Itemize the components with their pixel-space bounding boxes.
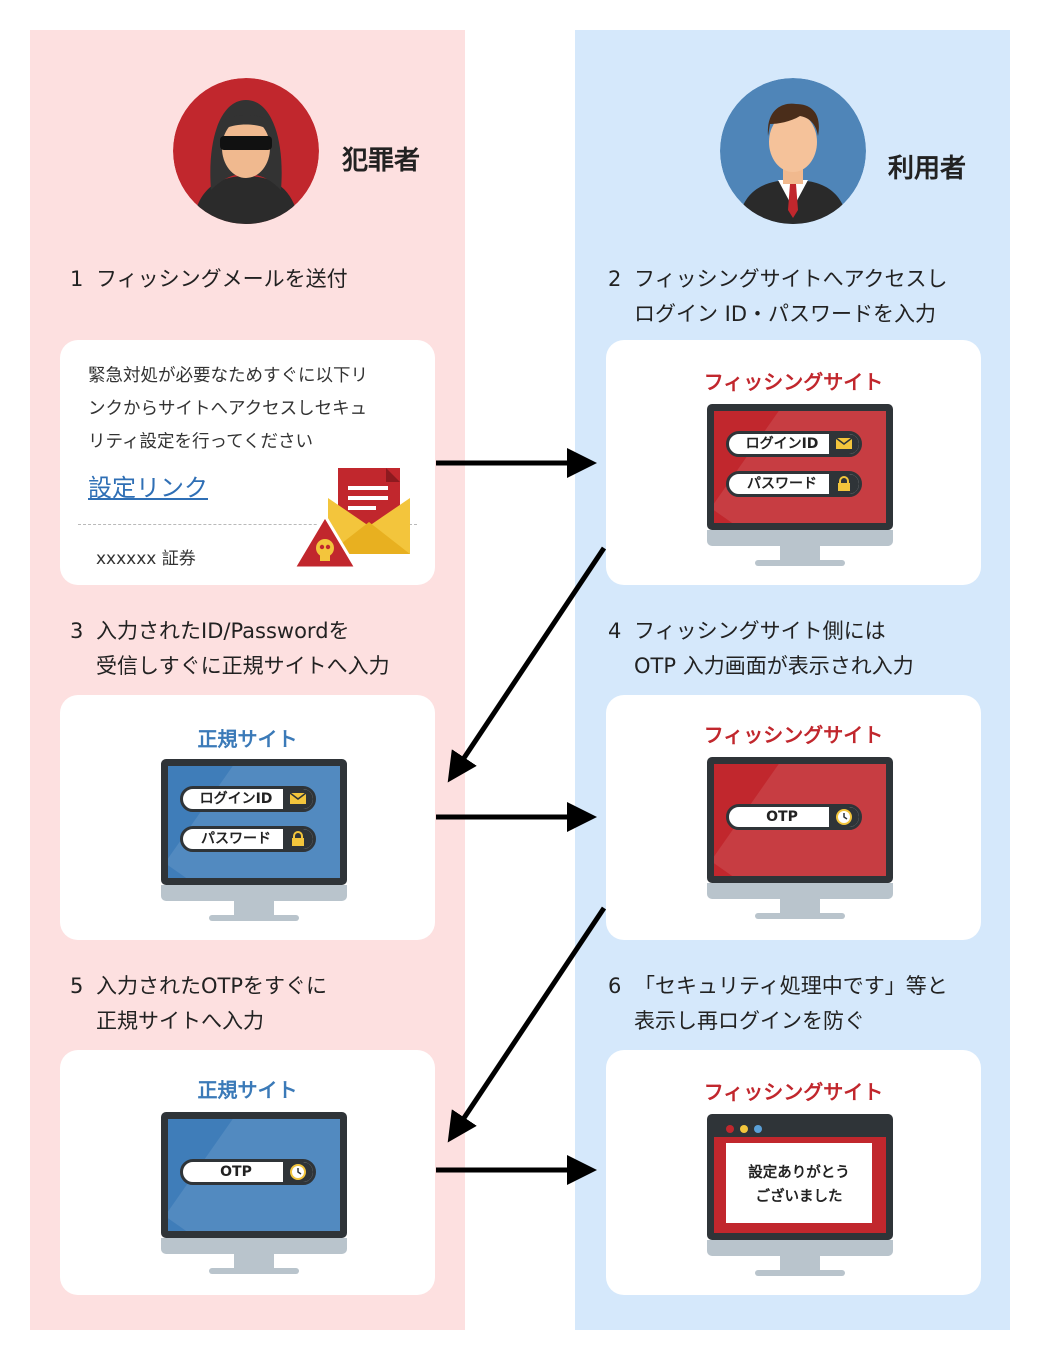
clock-icon bbox=[283, 1162, 313, 1182]
step-2-text: 2 フィッシングサイトへアクセスし ログイン ID・パスワードを入力 bbox=[608, 262, 948, 332]
login-id-label: ログインID bbox=[199, 791, 273, 807]
step-1-text: 1 フィッシングメールを送付 bbox=[70, 262, 348, 297]
clock-icon bbox=[829, 807, 859, 827]
monitor-stand bbox=[780, 546, 820, 560]
password-field: パスワード bbox=[726, 471, 862, 497]
window-dot bbox=[726, 1125, 734, 1133]
password-label: パスワード bbox=[201, 831, 271, 847]
mail-body-line: 緊急対処が必要なためすぐに以下リ bbox=[88, 366, 368, 386]
step-2-line-2: ログイン ID・パスワードを入力 bbox=[634, 302, 937, 326]
legit-site-title: 正規サイト bbox=[197, 727, 298, 751]
legit-login-card: 正規サイト ログインID パスワード bbox=[60, 695, 435, 940]
monitor-bezel bbox=[161, 1238, 347, 1254]
skull-warning-icon bbox=[292, 514, 358, 570]
phishing-login-card: フィッシングサイト ログインID パスワード bbox=[606, 340, 981, 585]
legit-site-title: 正規サイト bbox=[197, 1078, 298, 1102]
step-1-line-1: フィッシングメールを送付 bbox=[96, 267, 348, 291]
phishing-mail-icon bbox=[292, 468, 410, 570]
thanks-line-1: 設定ありがとう bbox=[748, 1165, 850, 1181]
step-3-line-1: 入力されたID/Passwordを bbox=[96, 619, 350, 643]
arrow-icon bbox=[447, 546, 607, 783]
thanks-line-2: ございました bbox=[755, 1189, 843, 1205]
monitor-base bbox=[755, 1270, 845, 1276]
step-4-line-1: フィッシングサイト側には bbox=[634, 619, 886, 643]
login-id-field: ログインID bbox=[180, 786, 316, 812]
monitor-bezel bbox=[161, 885, 347, 901]
step-2-number: 2 bbox=[608, 267, 622, 291]
monitor-screen: ログインID パスワード bbox=[161, 759, 347, 885]
monitor-base bbox=[209, 915, 299, 921]
phishing-thanks-card: フィッシングサイト 設定ありがとう ございました bbox=[606, 1050, 981, 1295]
monitor-base bbox=[755, 560, 845, 566]
mail-body: 緊急対処が必要なためすぐに以下リ ンクからサイトへアクセスしセキュ リティ設定を… bbox=[88, 360, 408, 459]
businessman-avatar-icon bbox=[720, 78, 866, 224]
step-6-number: 6 bbox=[608, 974, 622, 998]
monitor-base bbox=[755, 913, 845, 919]
monitor-screen: OTP bbox=[161, 1112, 347, 1238]
monitor-base bbox=[209, 1268, 299, 1274]
monitor-bezel bbox=[707, 1240, 893, 1256]
step-6-line-2: 表示し再ログインを防ぐ bbox=[634, 1009, 865, 1033]
user-label: 利用者 bbox=[888, 154, 967, 184]
monitor-bezel bbox=[707, 883, 893, 899]
step-4-number: 4 bbox=[608, 619, 622, 643]
step-2-line-1: フィッシングサイトへアクセスし bbox=[634, 267, 948, 291]
monitor-bezel bbox=[707, 530, 893, 546]
monitor-screen: 設定ありがとう ございました bbox=[707, 1114, 893, 1240]
monitor-screen: OTP bbox=[707, 757, 893, 883]
step-6-line-1: 「セキュリティ処理中です」等と bbox=[634, 974, 948, 998]
criminal-label: 犯罪者 bbox=[342, 146, 421, 176]
password-field: パスワード bbox=[180, 826, 316, 852]
envelope-icon bbox=[829, 434, 859, 454]
monitor-screen: ログインID パスワード bbox=[707, 404, 893, 530]
password-label: パスワード bbox=[747, 476, 817, 492]
step-4-line-2: OTP 入力画面が表示され入力 bbox=[634, 654, 914, 678]
monitor-stand bbox=[234, 1254, 274, 1268]
otp-label: OTP bbox=[220, 1164, 252, 1180]
phishing-otp-card: フィッシングサイト OTP bbox=[606, 695, 981, 940]
monitor-stand bbox=[780, 899, 820, 913]
lock-icon bbox=[829, 474, 859, 494]
lock-icon bbox=[283, 829, 313, 849]
login-id-label: ログインID bbox=[745, 436, 819, 452]
window-dot bbox=[754, 1125, 762, 1133]
window-titlebar bbox=[714, 1121, 886, 1137]
arrow-icon bbox=[447, 906, 607, 1143]
mail-sender: xxxxxx 証券 bbox=[96, 549, 196, 569]
step-5-text: 5 入力されたOTPをすぐに 正規サイトへ入力 bbox=[70, 969, 327, 1039]
envelope-icon bbox=[283, 789, 313, 809]
step-3-number: 3 bbox=[70, 619, 84, 643]
phishing-site-title: フィッシングサイト bbox=[703, 370, 884, 394]
settings-link[interactable]: 設定リンク bbox=[88, 474, 208, 502]
monitor-stand bbox=[234, 901, 274, 915]
otp-field: OTP bbox=[726, 804, 862, 830]
monitor-stand bbox=[780, 1256, 820, 1270]
step-4-text: 4 フィッシングサイト側には OTP 入力画面が表示され入力 bbox=[608, 614, 914, 684]
mail-body-line: ンクからサイトへアクセスしセキュ bbox=[88, 399, 368, 419]
step-3-text: 3 入力されたID/Passwordを 受信しすぐに正規サイトへ入力 bbox=[70, 614, 390, 684]
phishing-site-title: フィッシングサイト bbox=[703, 1080, 884, 1104]
window-dot bbox=[740, 1125, 748, 1133]
step-5-number: 5 bbox=[70, 974, 84, 998]
otp-label: OTP bbox=[766, 809, 798, 825]
login-id-field: ログインID bbox=[726, 431, 862, 457]
phishing-site-title: フィッシングサイト bbox=[703, 723, 884, 747]
step-5-line-1: 入力されたOTPをすぐに bbox=[96, 974, 328, 998]
otp-field: OTP bbox=[180, 1159, 316, 1185]
hacker-avatar-icon bbox=[173, 78, 319, 224]
mail-divider bbox=[78, 524, 417, 525]
step-5-line-2: 正規サイトへ入力 bbox=[96, 1009, 264, 1033]
thanks-message-box: 設定ありがとう ございました bbox=[726, 1143, 872, 1223]
mail-body-line: リティ設定を行ってください bbox=[88, 432, 314, 452]
step-1-number: 1 bbox=[70, 267, 84, 291]
legit-otp-card: 正規サイト OTP bbox=[60, 1050, 435, 1295]
step-6-text: 6 「セキュリティ処理中です」等と 表示し再ログインを防ぐ bbox=[608, 969, 948, 1039]
phishing-mail-card: 緊急対処が必要なためすぐに以下リ ンクからサイトへアクセスしセキュ リティ設定を… bbox=[60, 340, 435, 585]
step-3-line-2: 受信しすぐに正規サイトへ入力 bbox=[96, 654, 390, 678]
